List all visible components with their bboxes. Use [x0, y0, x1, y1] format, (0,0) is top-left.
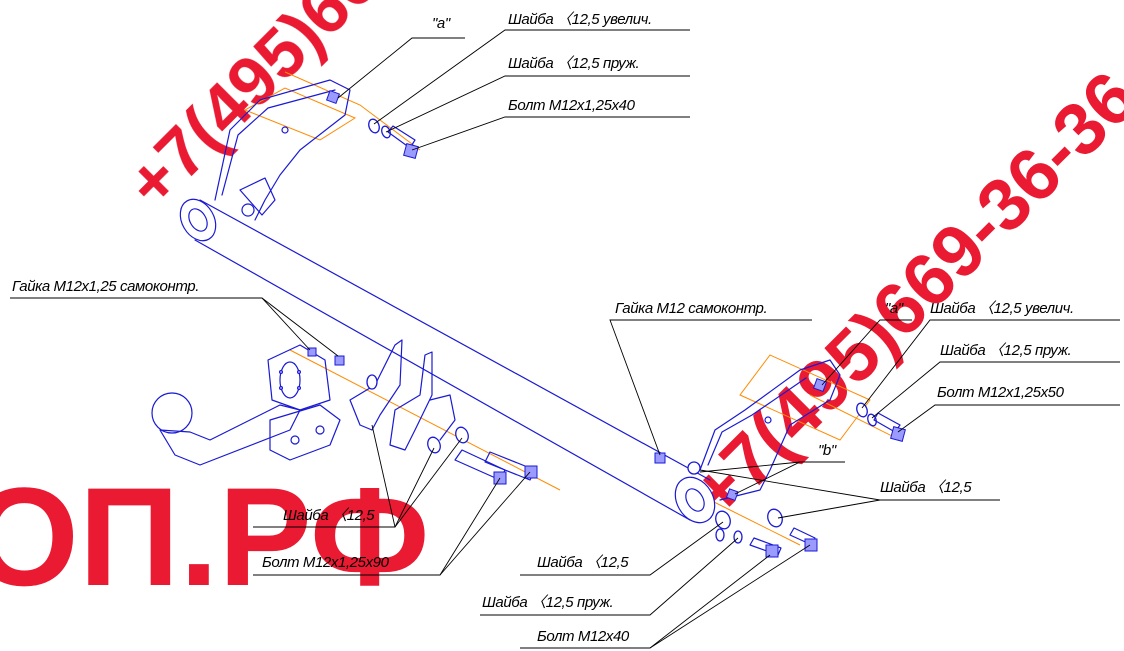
label-washer-left: Шайба 〈12,5	[283, 507, 375, 524]
label-bolt-m12x40: Болт М12х40	[537, 628, 630, 645]
watermark-brand: ОП.РФ	[0, 458, 429, 615]
label-washer-big-right: Шайба 〈12,5 увелич.	[930, 300, 1074, 317]
label-bolt-50-right: Болт М12х1,25х50	[937, 384, 1065, 401]
axis-lines	[243, 71, 901, 546]
watermark-phone-2: +7(495)669-36-36	[674, 56, 1124, 535]
label-bolt-90: Болт М12х1,25х90	[262, 554, 390, 571]
label-washer-big-top: Шайба 〈12,5 увелич.	[508, 11, 652, 28]
leader-lines	[10, 29, 1120, 649]
right-bracket	[687, 359, 841, 502]
label-a-right: "a"	[885, 300, 904, 317]
label-a-top: "a"	[432, 15, 451, 32]
left-bracket	[214, 79, 351, 221]
watermark-phone-1: +7(495)669-36-36	[111, 0, 564, 223]
label-washer-spring-top: Шайба 〈12,5 пруж.	[508, 55, 639, 72]
label-washer-spring-right: Шайба 〈12,5 пруж.	[940, 342, 1071, 359]
center-brackets	[307, 339, 456, 451]
ball-mount	[151, 344, 341, 466]
callouts: "a" Шайба 〈12,5 увелич. Шайба 〈12,5 пруж…	[12, 11, 1074, 645]
label-bolt-40-top: Болт М12х1,25х40	[508, 97, 636, 114]
label-nut-m12: Гайка М12 самоконтр.	[615, 300, 767, 317]
label-washer-right: Шайба 〈12,5	[880, 479, 972, 496]
cross-tube	[179, 198, 716, 524]
label-b: "b"	[818, 442, 837, 459]
hardware	[366, 118, 906, 558]
label-nut-m12x125: Гайка М12х1,25 самоконтр.	[12, 278, 199, 295]
label-washer-bottom: Шайба 〈12,5	[537, 554, 629, 571]
label-washer-spring-bottom: Шайба 〈12,5 пруж.	[482, 594, 613, 611]
